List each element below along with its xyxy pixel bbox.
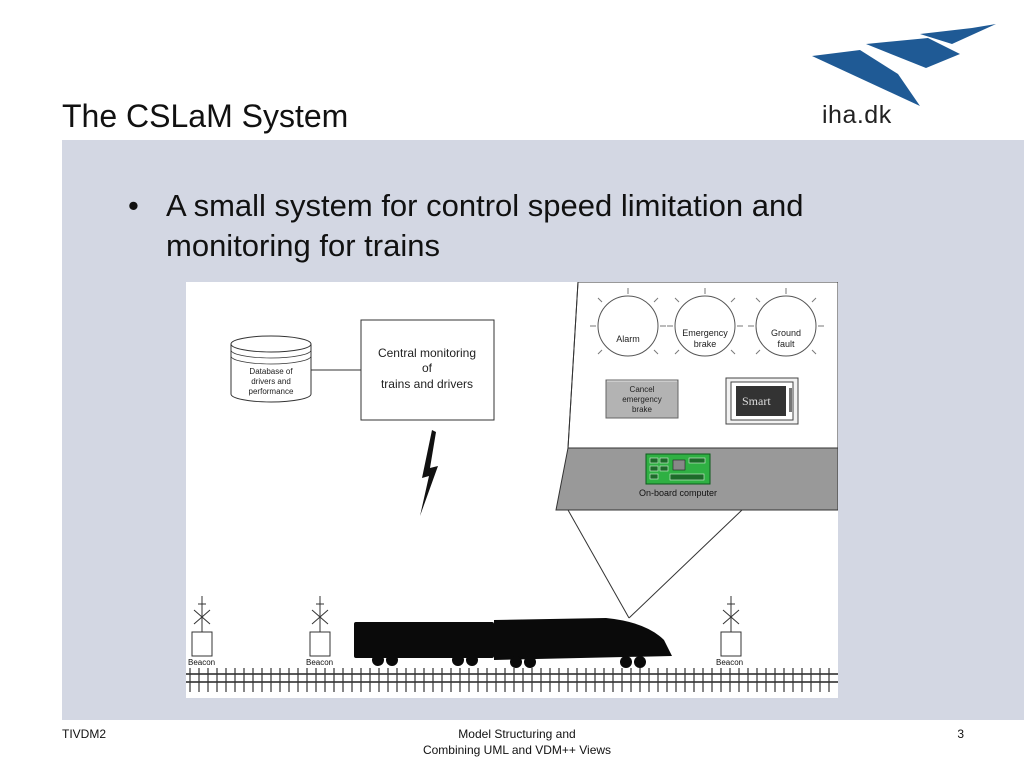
cancel-label-line-1: Cancel	[630, 385, 655, 394]
central-monitoring-box: Central monitoring of trains and drivers	[360, 319, 495, 421]
onboard-computer-board: On-board computer	[639, 453, 717, 498]
footer-title-line-2: Combining UML and VDM++ Views	[422, 743, 612, 757]
emergency-brake-label-line-1: Emergency	[682, 328, 728, 338]
bullet-text: A small system for control speed limitat…	[166, 188, 804, 263]
database-cylinder: Database of drivers and performance	[230, 335, 312, 403]
footer-course-code: TIVDM2	[62, 727, 107, 741]
footer-title-line-1: Model Structuring and	[458, 727, 576, 741]
slide-title: The CSLaM System	[62, 98, 349, 134]
radio-lightning-icon	[420, 430, 438, 516]
cancel-emergency-brake-button: Cancel emergency brake	[605, 379, 679, 419]
iha-logo-icon	[812, 24, 996, 106]
logo-text: iha.dk	[822, 101, 892, 129]
alarm-dial-label: Alarm	[616, 334, 640, 344]
smart-card-reader: Smart	[725, 377, 799, 425]
cancel-label-line-3: brake	[632, 405, 653, 414]
beacon-label-middle: Beacon	[306, 658, 333, 667]
central-label-line-1: Central monitoring	[378, 346, 476, 360]
beacon-middle	[309, 596, 331, 657]
onboard-computer-label: On-board computer	[639, 488, 717, 498]
alarm-dial: Alarm	[590, 288, 666, 357]
beacon-left	[191, 596, 213, 657]
emergency-brake-label-line-2: brake	[694, 339, 717, 349]
database-label-line-3: performance	[249, 387, 294, 396]
database-label-line-2: drivers and	[251, 377, 291, 386]
ground-fault-label-line-1: Ground	[771, 328, 801, 338]
emergency-brake-dial: Emergency brake	[667, 288, 743, 357]
central-label-line-3: trains and drivers	[381, 377, 473, 391]
bullet-dot: •	[128, 188, 139, 223]
bullet-item: • A small system for control speed limit…	[128, 186, 888, 266]
system-diagram: Database of drivers and performance Cent…	[186, 282, 838, 698]
ground-fault-label-line-2: fault	[777, 339, 795, 349]
smart-card-label: Smart	[742, 394, 771, 408]
beacon-right	[720, 596, 742, 657]
central-label-line-2: of	[422, 361, 433, 375]
ground-fault-dial: Ground fault	[748, 288, 824, 357]
cancel-label-line-2: emergency	[622, 395, 662, 404]
beacon-label-right: Beacon	[716, 658, 743, 667]
page-number: 3	[957, 727, 964, 741]
train-silhouette	[354, 618, 672, 668]
footer-course-title: Model Structuring and Combining UML and …	[392, 726, 642, 758]
beacon-label-left: Beacon	[188, 658, 215, 667]
railway-track	[186, 668, 838, 692]
database-label-line-1: Database of	[249, 367, 293, 376]
